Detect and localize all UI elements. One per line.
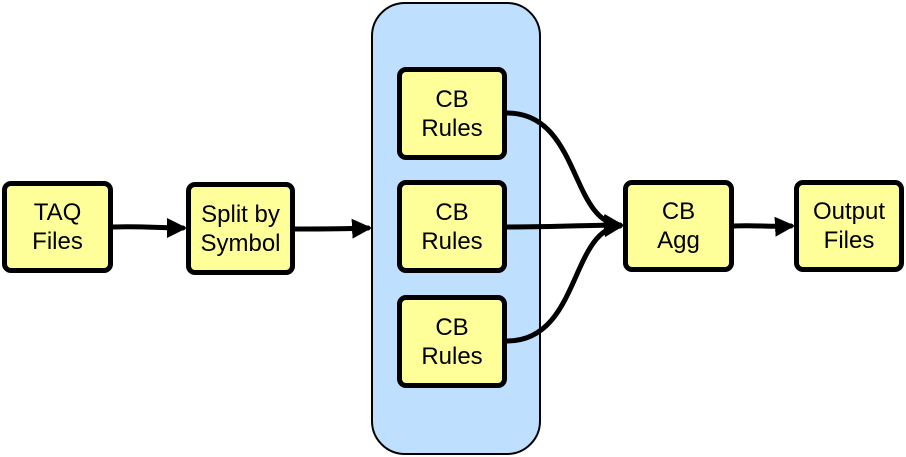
output-files-label-line1: Output [812, 198, 886, 225]
edge-cb3-to-agg [504, 217, 624, 344]
edge-agg-to-output [731, 216, 795, 237]
edge-cb2-to-agg [504, 215, 624, 236]
edge-cb1-to-agg [504, 110, 624, 234]
output-files-node: Output Files [794, 180, 904, 272]
cb-agg-label-line2: Agg [657, 227, 700, 254]
taq-files-label-line1: TAQ [33, 199, 82, 226]
edge-split-to-panel [292, 218, 372, 239]
split-label-line2: Symbol [200, 229, 281, 257]
cb-rules-3-label-line2: Rules [421, 342, 483, 370]
cb-rules-node-2: CB Rules [397, 180, 507, 273]
cb-rules-2-label-line1: CB [435, 198, 469, 226]
cb-rules-2-label-line2: Rules [421, 227, 483, 255]
cb-rules-1-label-line1: CB [435, 85, 469, 113]
taq-files-label-line2: Files [32, 228, 83, 255]
cb-agg-node: CB Agg [623, 180, 734, 272]
cb-rules-node-1: CB Rules [397, 67, 507, 160]
cb-agg-label-line1: CB [661, 198, 696, 225]
edge-taq-to-split [110, 217, 187, 238]
split-label-line1: Split by [201, 200, 280, 228]
output-files-label-line2: Files [823, 227, 875, 254]
taq-files-node: TAQ Files [2, 181, 113, 273]
cb-rules-3-label-line1: CB [435, 313, 469, 341]
cb-rules-node-3: CB Rules [397, 295, 507, 388]
cb-rules-1-label-line2: Rules [421, 114, 483, 142]
split-by-symbol-node: Split by Symbol [186, 182, 295, 275]
